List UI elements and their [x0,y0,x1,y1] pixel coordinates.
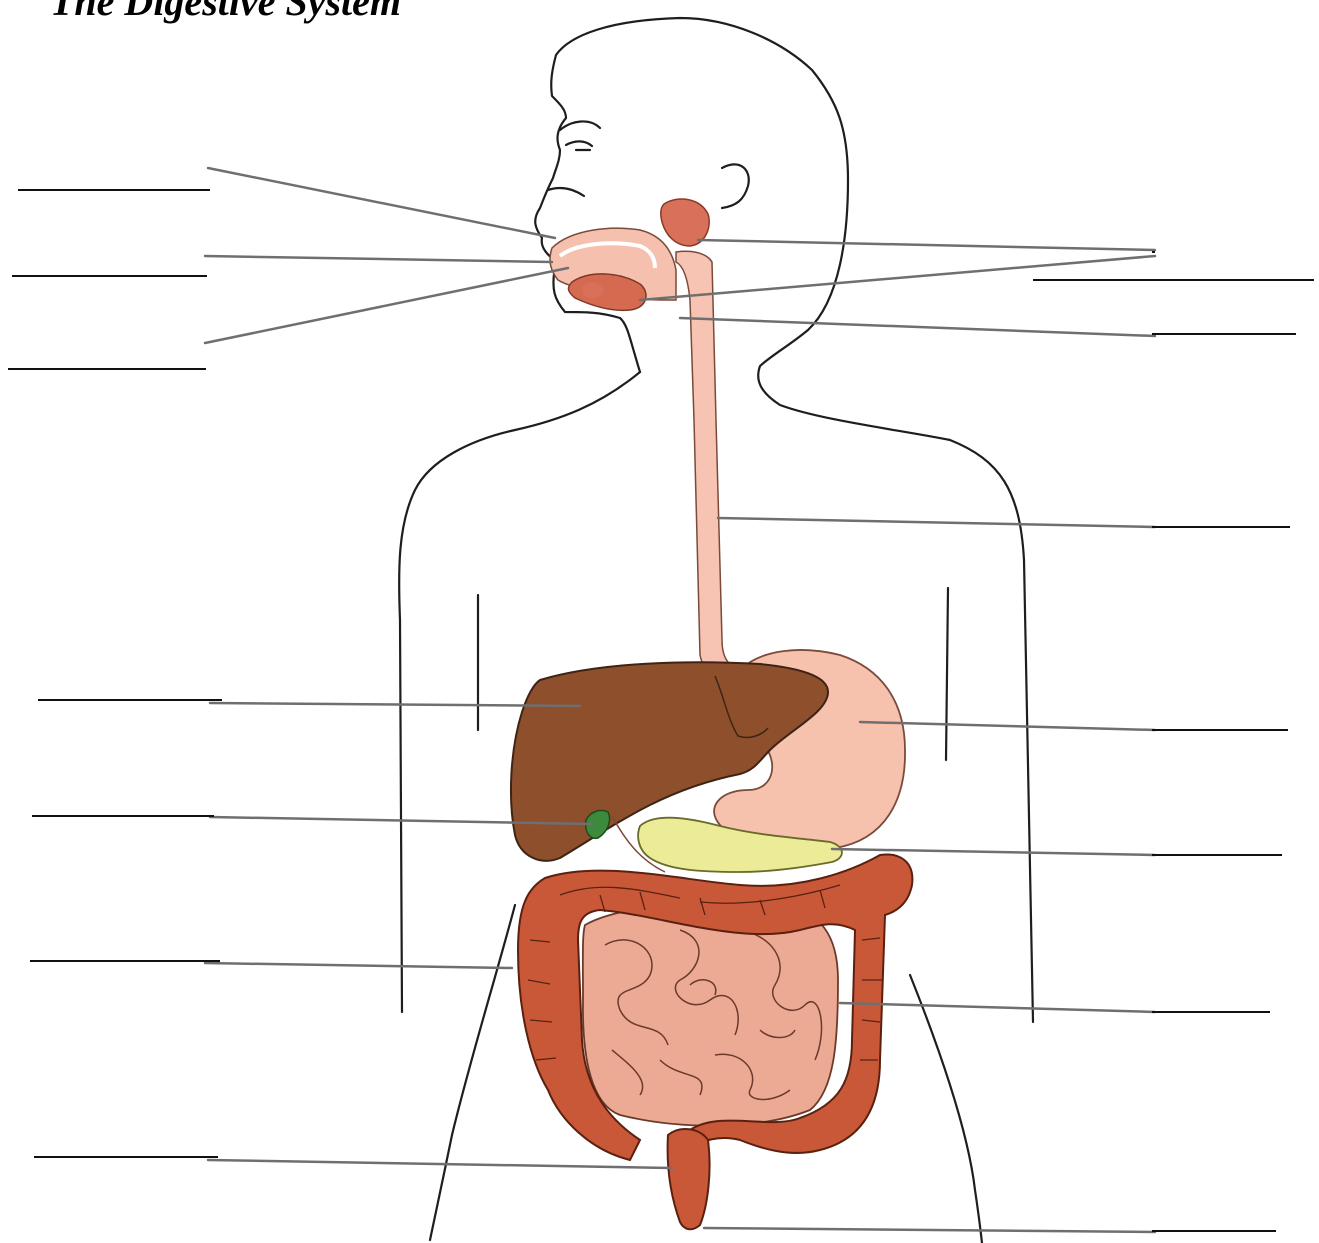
label-blanks-left [8,190,222,1157]
label-blanks-right [1033,252,1314,1231]
small-intestine [583,903,838,1125]
rectum [668,1129,710,1229]
